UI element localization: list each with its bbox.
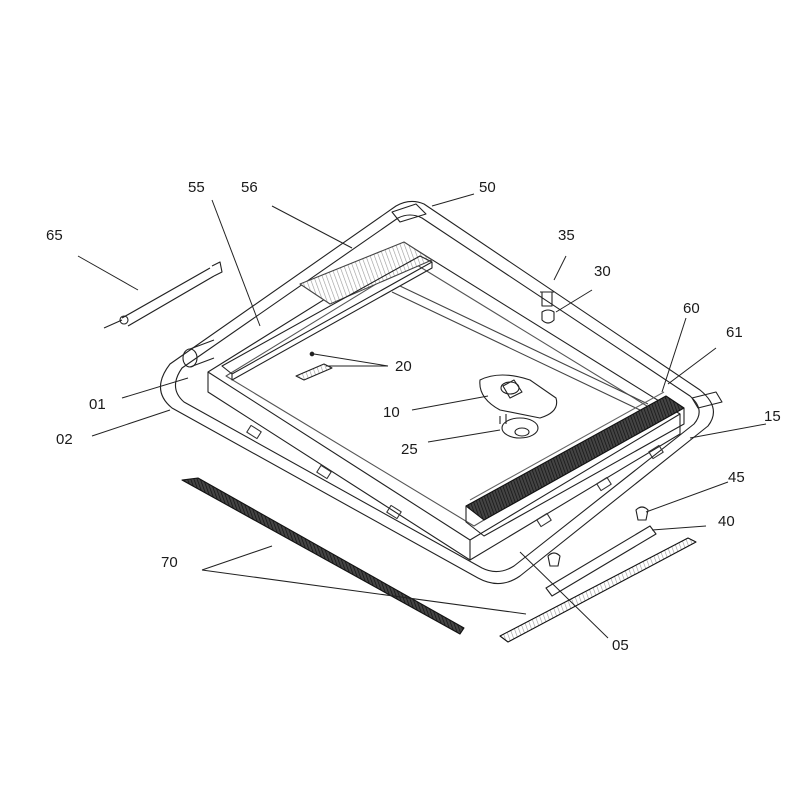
cross-rail (392, 286, 648, 410)
label-part-60: 60 (683, 301, 700, 316)
label-part-40: 40 (718, 514, 735, 529)
corner-cap-50 (392, 204, 426, 222)
seal-strip-left (182, 478, 464, 634)
label-part-30: 30 (594, 264, 611, 279)
label-part-55: 55 (188, 180, 205, 195)
label-part-25: 25 (401, 442, 418, 457)
label-part-50: 50 (479, 180, 496, 195)
flyscreen-cassette-front (466, 408, 684, 536)
label-part-65: 65 (46, 228, 63, 243)
label-part-45: 45 (728, 470, 745, 485)
label-part-01: 01 (89, 397, 106, 412)
roller-end (183, 349, 197, 367)
crank-handle (480, 375, 557, 418)
gas-strut-top (212, 262, 222, 276)
outer-flange-frame (160, 201, 713, 583)
clip-45b (548, 553, 560, 566)
inner-frame-wall-left (208, 372, 470, 560)
gas-strut-65 (122, 268, 214, 326)
inner-frame-ledge (226, 262, 660, 526)
slider-pin (310, 352, 314, 356)
label-part-02: 02 (56, 432, 73, 447)
screw-35 (540, 292, 554, 306)
inner-frame (208, 246, 680, 540)
label-part-70: 70 (161, 555, 178, 570)
gear-base-hub (515, 428, 529, 436)
gas-strut-rod (104, 320, 122, 328)
label-part-10: 10 (383, 405, 400, 420)
corner-cap-right (692, 392, 722, 408)
label-part-20: 20 (395, 359, 412, 374)
label-part-56: 56 (241, 180, 258, 195)
label-part-05: 05 (612, 638, 629, 653)
label-part-35: 35 (558, 228, 575, 243)
label-part-61: 61 (726, 325, 743, 340)
clip-45 (636, 507, 648, 520)
nut-30 (542, 310, 554, 323)
label-part-15: 15 (764, 409, 781, 424)
